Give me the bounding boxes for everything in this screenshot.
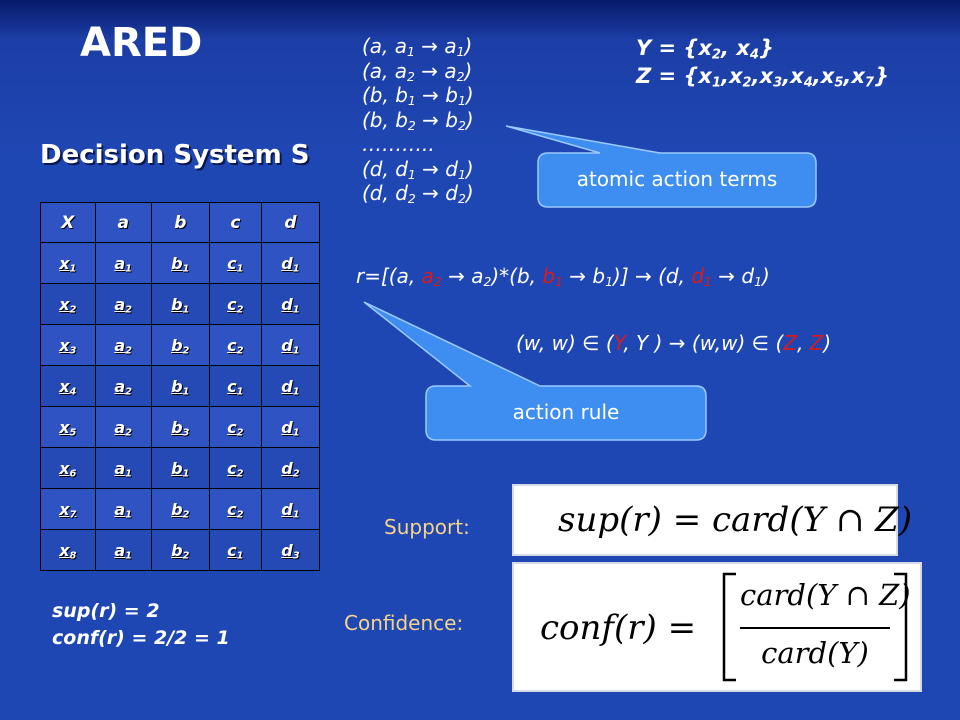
table-cell: d3	[260, 529, 321, 571]
support-implication: (w, w) ∈ (Y, Y ) → (w,w) ∈ (Z, Z)	[516, 331, 832, 355]
table-cell: b1	[150, 283, 210, 325]
atomic-term: (b, b2 → b2)	[362, 107, 474, 133]
confidence-brackets	[722, 572, 908, 682]
table-cell: a2	[94, 283, 152, 325]
table-cell: d2	[260, 447, 321, 489]
slide-title: ARED	[80, 20, 203, 66]
table-cell: c2	[208, 406, 262, 448]
column-header: b	[150, 202, 210, 243]
table-cell: x3	[40, 324, 96, 366]
table-cell: c1	[208, 242, 262, 284]
set-y: Y = {x2, x4}	[636, 36, 774, 63]
sets-definition: Y = {x2, x4} Z = {x1,x2,x3,x4,x5,x7}	[636, 34, 889, 90]
support-label: Support:	[384, 515, 470, 539]
callout-atomic-label: atomic action terms	[576, 167, 778, 191]
table-cell: x5	[40, 406, 96, 448]
atomic-term: (d, d1 → d1)	[362, 156, 474, 182]
confidence-numerator: card(Y ∩ Z)	[740, 578, 911, 612]
atomic-term: ………..	[362, 132, 435, 156]
table-cell: a1	[94, 529, 152, 571]
table-cell: x2	[40, 283, 96, 325]
table-cell: c2	[208, 283, 262, 325]
set-z: Z = {x1,x2,x3,x4,x5,x7}	[636, 64, 889, 91]
confidence-formula-lhs: conf(r) =	[540, 608, 697, 648]
atomic-term: (b, b1 → b1)	[362, 83, 474, 109]
table-cell: x4	[40, 365, 96, 407]
table-cell: c2	[208, 488, 262, 530]
support-value: sup(r) = 2	[52, 600, 160, 622]
action-rule-expression: r=[(a, a2 → a2)*(b, b1 → b1)] → (d, d1 →…	[356, 264, 770, 290]
table-cell: b1	[150, 365, 210, 407]
table-cell: a2	[94, 324, 152, 366]
column-header: a	[94, 202, 152, 243]
atomic-terms-list: (a, a1 → a1)(a, a2 → a2)(b, b1 → b1)(b, …	[362, 34, 474, 206]
atomic-term: (a, a2 → a2)	[362, 58, 473, 84]
table-cell: d1	[260, 365, 321, 407]
atomic-term: (d, d2 → d2)	[362, 181, 474, 207]
table-cell: a1	[94, 488, 152, 530]
table-cell: x1	[40, 242, 96, 284]
table-cell: a2	[94, 365, 152, 407]
table-cell: d1	[260, 283, 321, 325]
confidence-label: Confidence:	[344, 611, 464, 635]
table-cell: d1	[260, 324, 321, 366]
column-header: c	[208, 202, 262, 243]
table-cell: x7	[40, 488, 96, 530]
table-cell: c2	[208, 447, 262, 489]
table-cell: c2	[208, 324, 262, 366]
table-cell: d1	[260, 488, 321, 530]
table-cell: x8	[40, 529, 96, 571]
table-cell: b2	[150, 324, 210, 366]
support-formula: sup(r) = card(Y ∩ Z)	[558, 500, 913, 540]
table-cell: a1	[94, 447, 152, 489]
table-cell: d1	[260, 242, 321, 284]
table-cell: x6	[40, 447, 96, 489]
table-cell: b1	[150, 447, 210, 489]
atomic-term: (a, a1 → a1)	[362, 34, 473, 60]
support-formula-box: sup(r) = card(Y ∩ Z)	[512, 484, 912, 556]
callout-action-rule-label: action rule	[512, 400, 620, 424]
table-cell: d1	[260, 406, 321, 448]
column-header: d	[260, 202, 321, 243]
table-cell: a1	[94, 242, 152, 284]
confidence-value: conf(r) = 2/2 = 1	[52, 627, 230, 649]
confidence-formula-box: conf(r) = card(Y ∩ Z) card(Y)	[512, 562, 922, 692]
table-cell: b3	[150, 406, 210, 448]
rule-stats: sup(r) = 2 conf(r) = 2/2 = 1	[52, 598, 230, 652]
table-cell: b2	[150, 529, 210, 571]
table-cell: c1	[208, 365, 262, 407]
table-cell: c1	[208, 529, 262, 571]
table-cell: b1	[150, 242, 210, 284]
table-cell: b2	[150, 488, 210, 530]
section-heading: Decision System S	[40, 140, 310, 170]
confidence-denominator: card(Y)	[761, 636, 869, 670]
table-cell: a2	[94, 406, 152, 448]
column-header: X	[40, 202, 96, 243]
